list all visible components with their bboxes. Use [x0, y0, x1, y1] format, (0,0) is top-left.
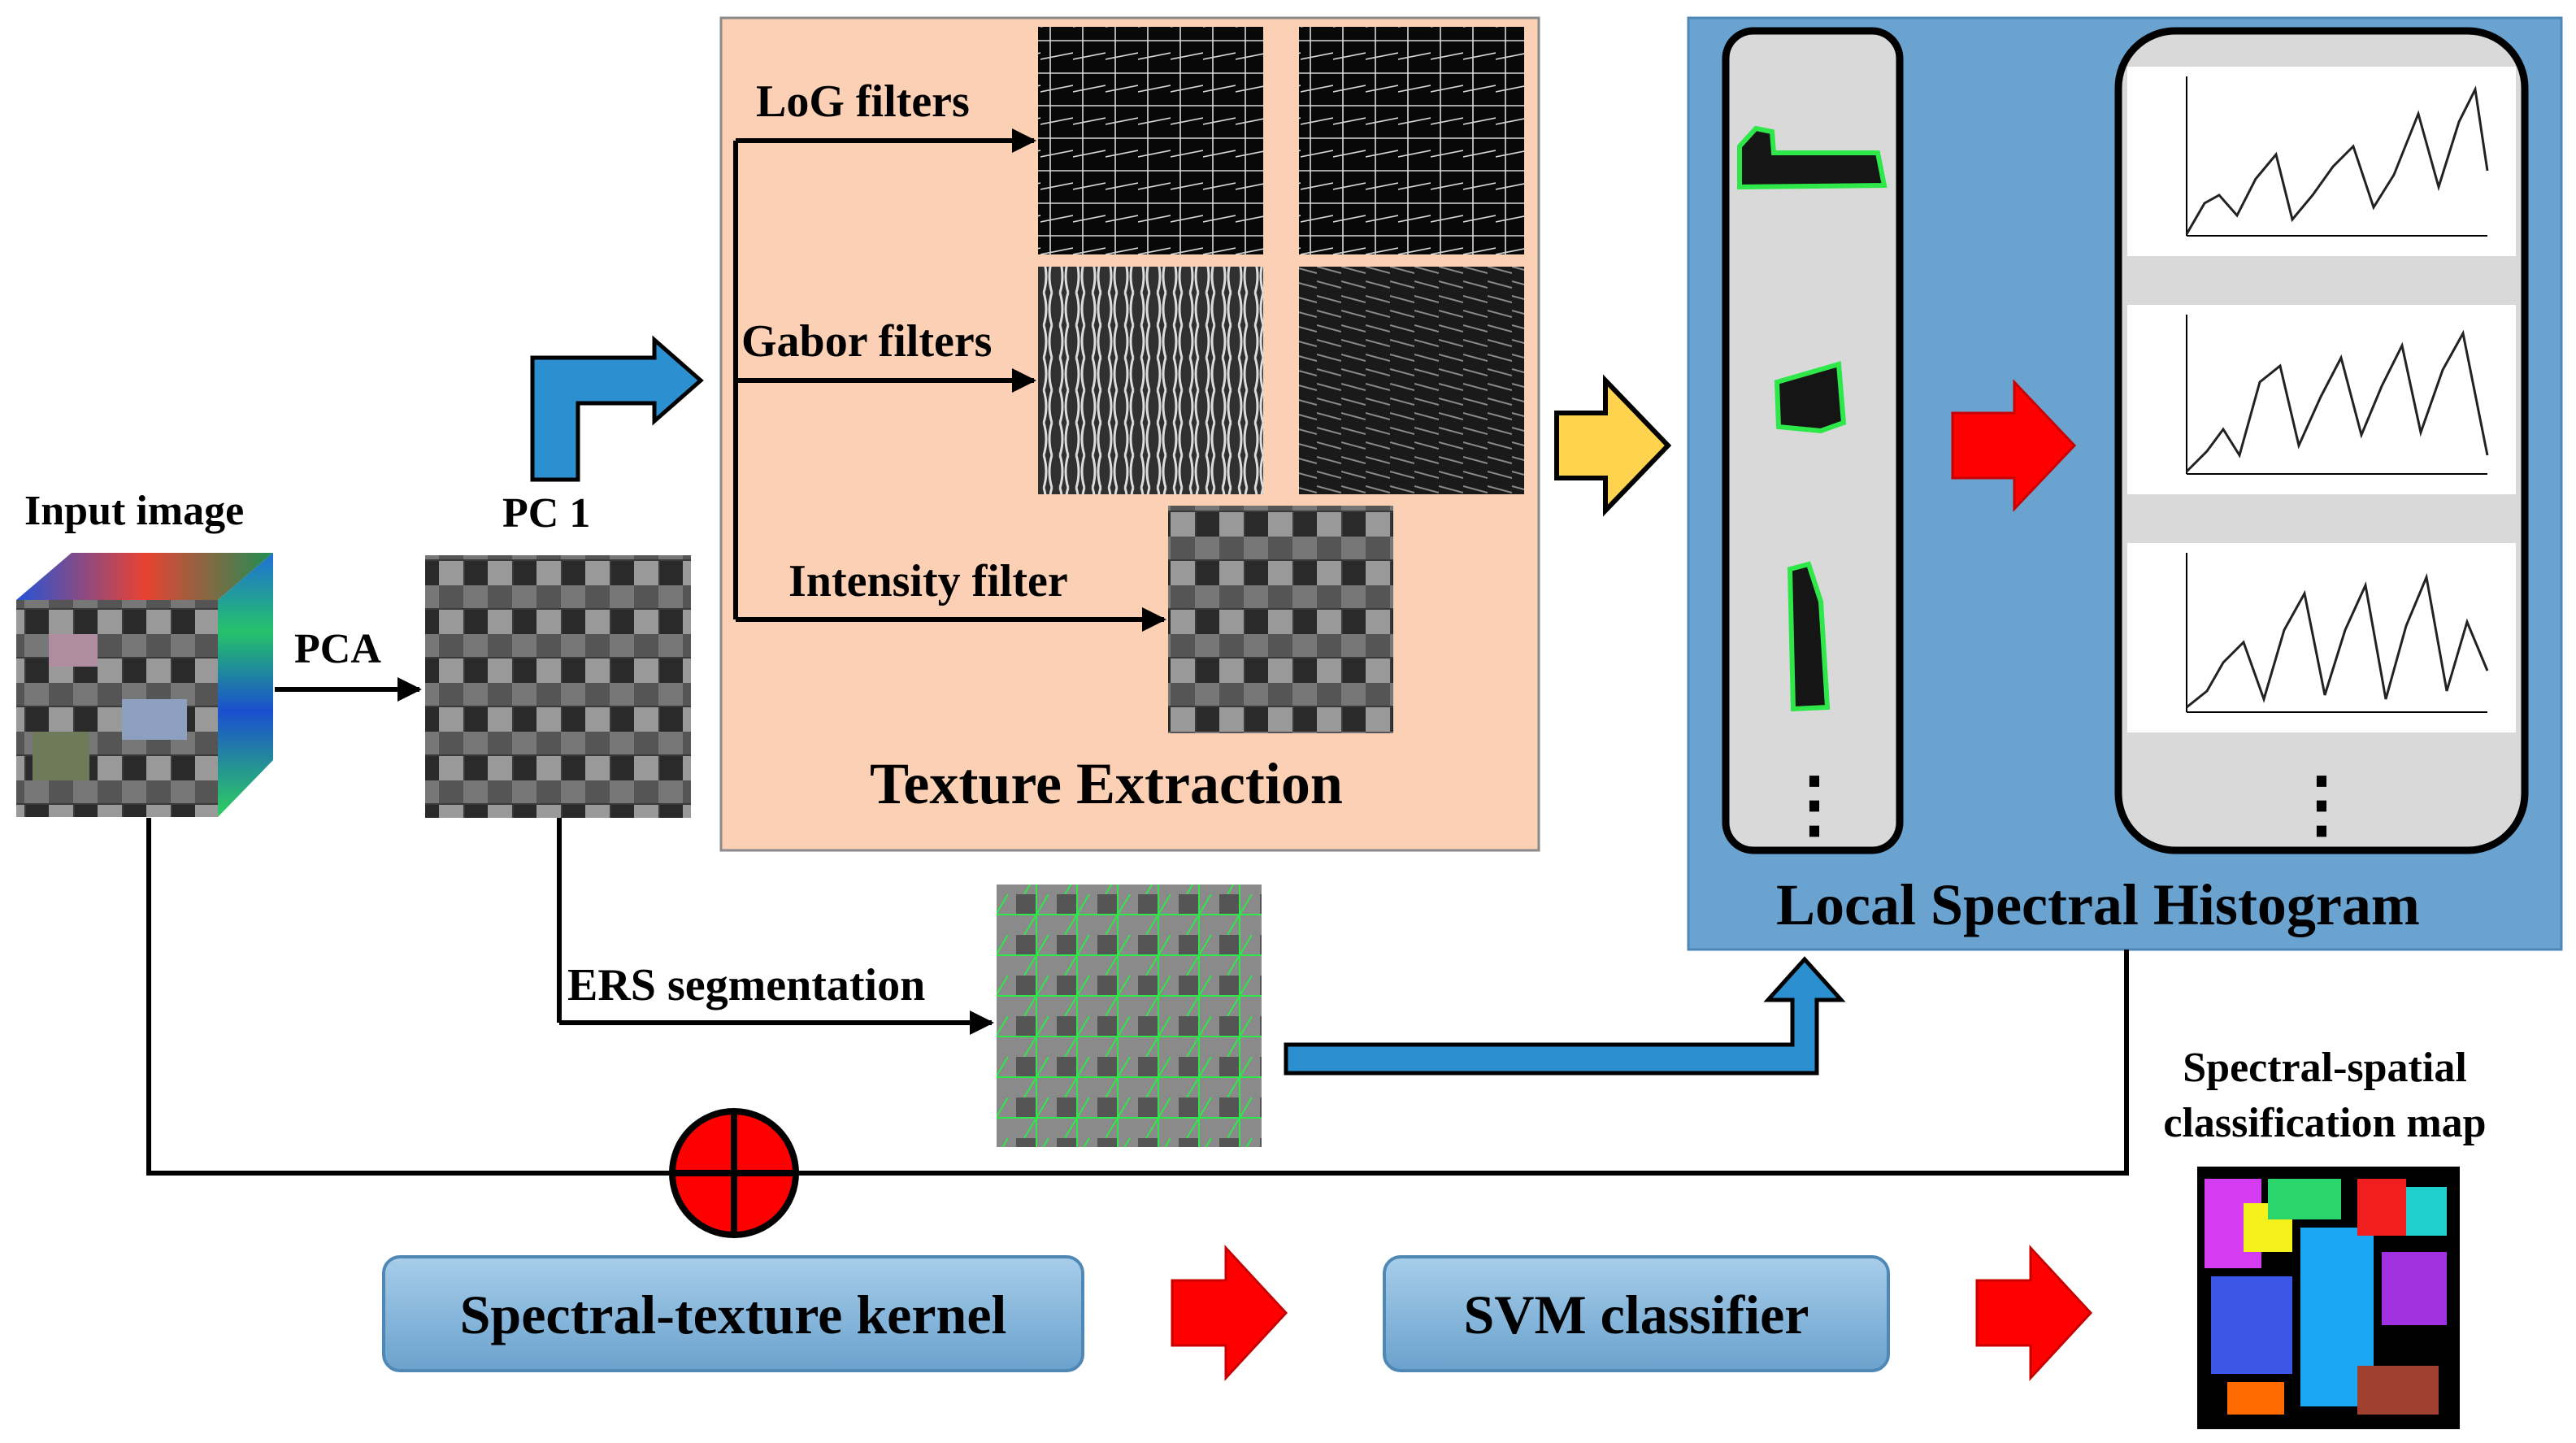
intensity-filter-image [1168, 506, 1393, 733]
blue-bent-arrow-to-texture [530, 335, 704, 482]
log-filter-image-2 [1299, 27, 1524, 254]
gabor-filter-image-2 [1299, 267, 1524, 494]
output-title-line1: Spectral-spatial [2183, 1045, 2467, 1091]
segment-shape-3 [1787, 561, 1831, 712]
blue-arrow-to-histogram [1284, 956, 1846, 1076]
pc1-label: PC 1 [502, 490, 590, 537]
gabor-filters-label: Gabor filters [741, 316, 992, 367]
svm-classifier-label: SVM classifier [1464, 1284, 1809, 1345]
combine-operator-icon [669, 1108, 799, 1238]
segments-ellipsis: ⋮ [1778, 765, 1851, 845]
histograms-ellipsis: ⋮ [2285, 765, 2358, 845]
red-arrow-2 [1975, 1245, 2093, 1381]
spectral-texture-kernel-button[interactable]: Spectral-texture kernel [382, 1255, 1084, 1372]
histogram-plot-1 [2127, 67, 2516, 256]
spectral-texture-kernel-label: Spectral-texture kernel [460, 1284, 1007, 1345]
svm-classifier-button[interactable]: SVM classifier [1383, 1255, 1890, 1372]
histogram-plot-3 [2127, 543, 2516, 732]
gabor-filter-image-1 [1038, 267, 1263, 494]
histogram-plot-2 [2127, 305, 2516, 494]
segments-column [1722, 27, 1904, 854]
input-image-label: Input image [24, 488, 244, 534]
log-filter-image-1 [1038, 27, 1263, 254]
segment-shape-1 [1737, 125, 1887, 190]
classification-map [2197, 1167, 2460, 1429]
hyperspectral-cube [16, 553, 273, 817]
ers-segmentation-label: ERS segmentation [567, 960, 925, 1011]
yellow-arrow [1554, 374, 1672, 517]
ers-segmentation-image [997, 884, 1262, 1147]
merge-line [146, 818, 2129, 1176]
red-arrow-histogram [1951, 379, 2077, 512]
output-title-line2: classification map [2163, 1100, 2486, 1146]
red-arrow-1 [1171, 1245, 1288, 1381]
pca-label: PCA [294, 626, 381, 672]
texture-extraction-title: Texture Extraction [870, 751, 1343, 816]
intensity-filter-label: Intensity filter [788, 556, 1068, 606]
pc1-image [425, 555, 691, 818]
filter-branch-connectors [733, 128, 1166, 632]
log-filters-label: LoG filters [756, 76, 970, 127]
local-spectral-histogram-title: Local Spectral Histogram [1776, 872, 2420, 937]
segment-shape-2 [1774, 361, 1847, 434]
